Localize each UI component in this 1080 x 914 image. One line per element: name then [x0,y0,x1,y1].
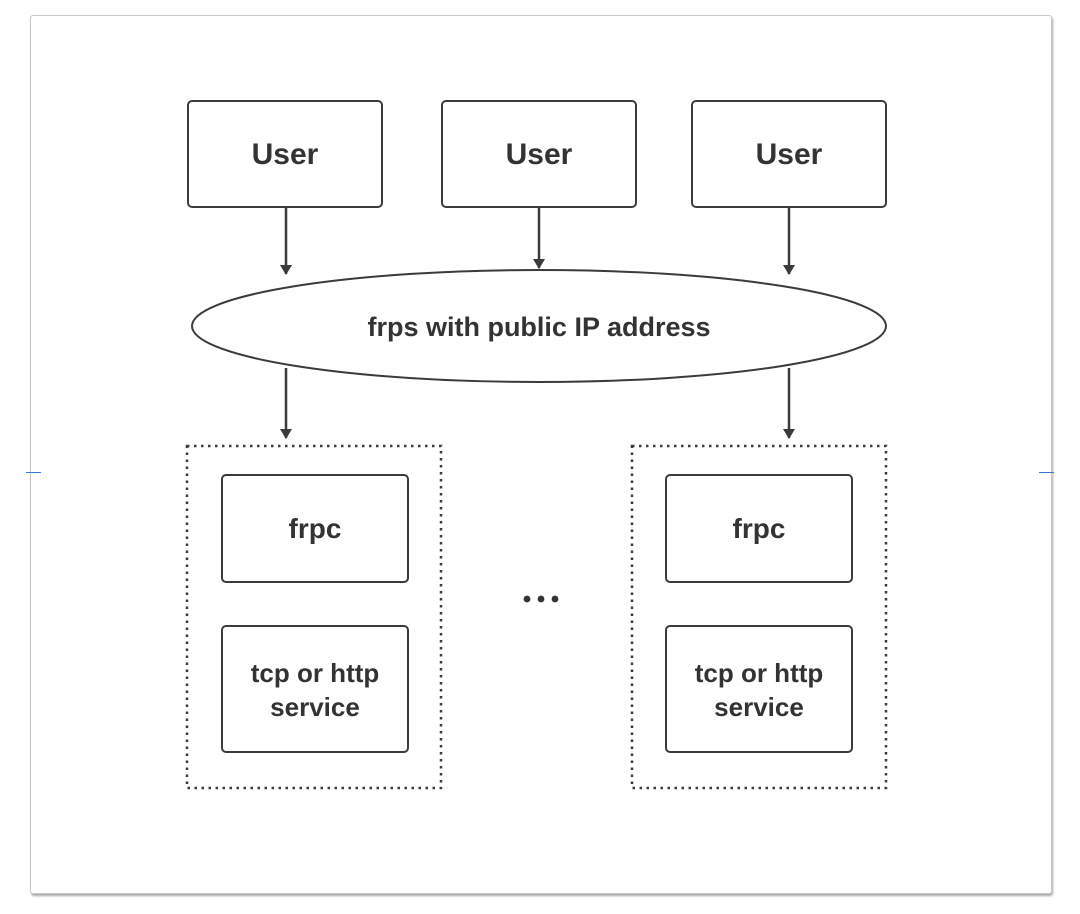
user-node-1: User [187,100,383,208]
frpc-node-2: frpc [665,474,853,583]
frpc-label-2: frpc [733,513,786,544]
user-label-1: User [252,138,319,171]
frpc-label-1: frpc [289,513,342,544]
client-group-2: frpc tcp or http service [630,444,888,790]
service-label-2-line2: service [714,692,804,722]
user-node-2: User [441,100,637,208]
more-clients-ellipsis [523,595,559,603]
user-node-3: User [691,100,887,208]
service-node-2: tcp or http service [665,625,853,753]
frps-server-node: frps with public IP address [191,269,887,383]
user-label-3: User [756,138,823,171]
service-node-1: tcp or http service [221,625,409,753]
frpc-node-1: frpc [221,474,409,583]
service-label-2-line1: tcp or http [695,658,824,688]
left-edge-marker [26,472,41,473]
right-edge-marker [1039,472,1054,473]
service-label-1-line1: tcp or http [251,658,380,688]
service-label-1-line2: service [270,692,360,722]
user-label-2: User [506,138,573,171]
frps-label: frps with public IP address [367,312,710,342]
client-group-1: frpc tcp or http service [185,444,443,790]
